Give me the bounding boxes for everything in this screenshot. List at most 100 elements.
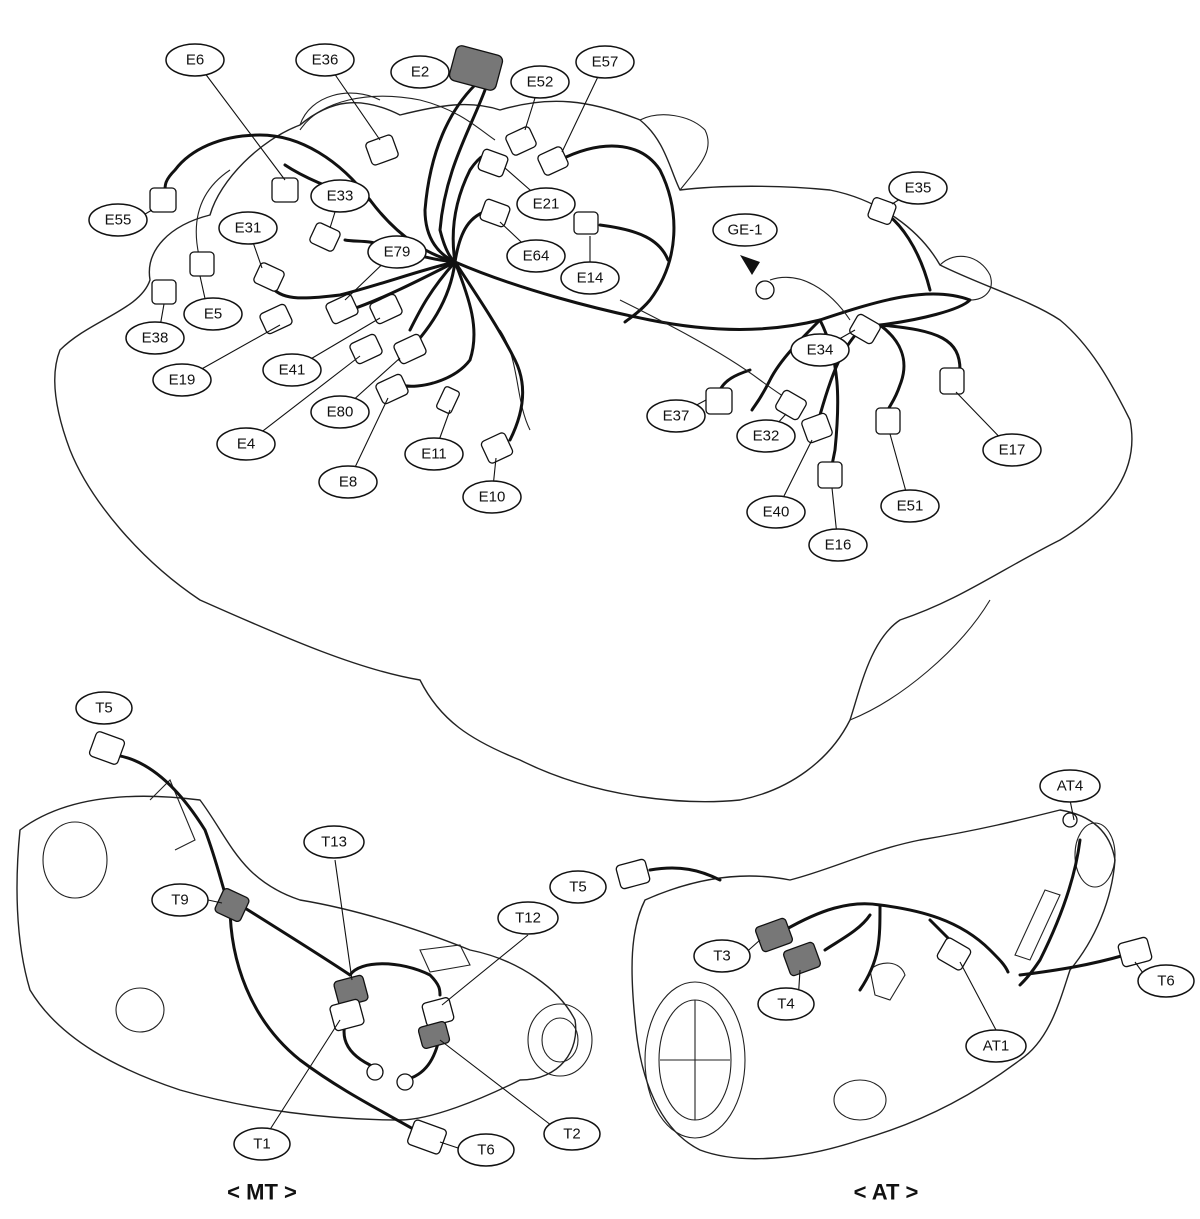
connector-label-e11: E11 bbox=[404, 437, 464, 471]
connector-label-ge-1: GE-1 bbox=[712, 213, 778, 247]
connector-label-mt-t12: T12 bbox=[497, 901, 559, 935]
connector-label-e14: E14 bbox=[560, 261, 620, 295]
svg-text:T5: T5 bbox=[569, 879, 587, 896]
svg-text:T9: T9 bbox=[171, 892, 189, 909]
svg-text:E55: E55 bbox=[105, 212, 132, 229]
svg-text:E33: E33 bbox=[327, 188, 354, 205]
svg-text:E5: E5 bbox=[204, 306, 222, 323]
connector-label-e51: E51 bbox=[880, 489, 940, 523]
connector-label-e41: E41 bbox=[262, 353, 322, 387]
mt-harness bbox=[113, 753, 442, 1132]
svg-text:AT4: AT4 bbox=[1057, 778, 1083, 795]
connector-label-e21: E21 bbox=[516, 187, 576, 221]
svg-text:E2: E2 bbox=[411, 64, 429, 81]
connector-label-e40: E40 bbox=[746, 495, 806, 529]
engine-outline bbox=[54, 92, 1133, 803]
connector-label-mt-t9: T9 bbox=[151, 883, 209, 917]
svg-text:E35: E35 bbox=[905, 180, 932, 197]
connector-label-e79: E79 bbox=[367, 235, 427, 269]
svg-text:AT1: AT1 bbox=[983, 1038, 1009, 1055]
caption-mt: < MT > bbox=[227, 1180, 297, 1205]
connector-label-e80: E80 bbox=[310, 395, 370, 429]
svg-text:E38: E38 bbox=[142, 330, 169, 347]
svg-text:E36: E36 bbox=[312, 52, 339, 69]
svg-text:T2: T2 bbox=[563, 1126, 581, 1143]
connector-label-at-t5: T5 bbox=[549, 870, 607, 904]
svg-text:T13: T13 bbox=[321, 834, 347, 851]
svg-text:E51: E51 bbox=[897, 498, 924, 515]
connector-label-e37: E37 bbox=[646, 399, 706, 433]
connector-label-e38: E38 bbox=[125, 321, 185, 355]
svg-text:E11: E11 bbox=[421, 446, 447, 463]
connector-label-e36: E36 bbox=[295, 43, 355, 77]
connector-label-mt-t13: T13 bbox=[303, 825, 365, 859]
svg-text:E37: E37 bbox=[663, 408, 690, 425]
connector-label-e5: E5 bbox=[183, 297, 243, 331]
svg-text:E40: E40 bbox=[763, 504, 790, 521]
svg-text:E8: E8 bbox=[339, 474, 357, 491]
mt-connector-labels: T5 T9 T13 T12 T1 T6 T2 bbox=[75, 691, 601, 1167]
connector-label-e35: E35 bbox=[888, 171, 948, 205]
svg-text:E34: E34 bbox=[807, 342, 834, 359]
svg-text:E64: E64 bbox=[523, 248, 550, 265]
connector-label-e17: E17 bbox=[982, 433, 1042, 467]
svg-text:E41: E41 bbox=[279, 362, 306, 379]
at-transmission-outline bbox=[631, 809, 1116, 1160]
svg-text:T5: T5 bbox=[95, 700, 113, 717]
connector-label-e33: E33 bbox=[310, 179, 370, 213]
connector-label-mt-t6: T6 bbox=[457, 1133, 515, 1167]
connector-label-at-t4: T4 bbox=[757, 987, 815, 1021]
connector-label-e19: E19 bbox=[152, 363, 212, 397]
connector-label-at-t3: T3 bbox=[693, 939, 751, 973]
connector-label-e8: E8 bbox=[318, 465, 378, 499]
connector-label-e31: E31 bbox=[218, 211, 278, 245]
svg-text:E6: E6 bbox=[186, 52, 204, 69]
connector-label-e32: E32 bbox=[736, 419, 796, 453]
connector-label-e34: E34 bbox=[790, 333, 850, 367]
svg-text:E79: E79 bbox=[384, 244, 411, 261]
connector-label-mt-t2: T2 bbox=[543, 1117, 601, 1151]
caption-at: < AT > bbox=[854, 1180, 919, 1205]
svg-text:E14: E14 bbox=[577, 270, 604, 287]
svg-text:GE-1: GE-1 bbox=[727, 222, 762, 239]
svg-text:E57: E57 bbox=[592, 54, 619, 71]
svg-text:E19: E19 bbox=[169, 372, 196, 389]
at-connector-labels: T5 AT4 T3 T4 T6 AT1 bbox=[549, 769, 1195, 1063]
connector-label-e52: E52 bbox=[510, 65, 570, 99]
svg-text:T1: T1 bbox=[253, 1136, 271, 1153]
svg-text:E4: E4 bbox=[237, 436, 255, 453]
connector-label-e55: E55 bbox=[88, 203, 148, 237]
svg-text:T3: T3 bbox=[713, 948, 731, 965]
mt-leaders bbox=[207, 859, 561, 1149]
svg-text:T4: T4 bbox=[777, 996, 795, 1013]
svg-text:E17: E17 bbox=[999, 442, 1026, 459]
connector-label-mt-t5: T5 bbox=[75, 691, 133, 725]
svg-text:T6: T6 bbox=[1157, 973, 1175, 990]
connector-label-e2: E2 bbox=[390, 55, 450, 89]
svg-text:E16: E16 bbox=[825, 537, 852, 554]
at-connectors bbox=[615, 812, 1153, 977]
svg-text:T6: T6 bbox=[477, 1142, 495, 1159]
connector-label-e57: E57 bbox=[575, 45, 635, 79]
connector-label-at-at4: AT4 bbox=[1039, 769, 1101, 803]
svg-text:T12: T12 bbox=[515, 910, 541, 927]
engine-connector-labels: E6 E36 E2 E52 E57 E55 E33 E31 E79 E21 E6… bbox=[88, 43, 1042, 562]
svg-text:E32: E32 bbox=[753, 428, 780, 445]
svg-text:E31: E31 bbox=[235, 220, 262, 237]
svg-text:E10: E10 bbox=[479, 489, 506, 506]
engine-connectors bbox=[149, 45, 965, 489]
at-harness bbox=[648, 838, 1127, 992]
connector-label-mt-t1: T1 bbox=[233, 1127, 291, 1161]
connector-label-e10: E10 bbox=[462, 480, 522, 514]
svg-text:E52: E52 bbox=[527, 74, 554, 91]
connector-label-e16: E16 bbox=[808, 528, 868, 562]
svg-text:E21: E21 bbox=[533, 196, 560, 213]
connector-label-e4: E4 bbox=[216, 427, 276, 461]
connector-label-e6: E6 bbox=[165, 43, 225, 77]
connector-label-at-t6: T6 bbox=[1137, 964, 1195, 998]
connector-label-at-at1: AT1 bbox=[965, 1029, 1027, 1063]
svg-text:E80: E80 bbox=[327, 404, 354, 421]
mt-transmission-outline bbox=[16, 779, 593, 1121]
mt-connectors bbox=[88, 731, 455, 1155]
